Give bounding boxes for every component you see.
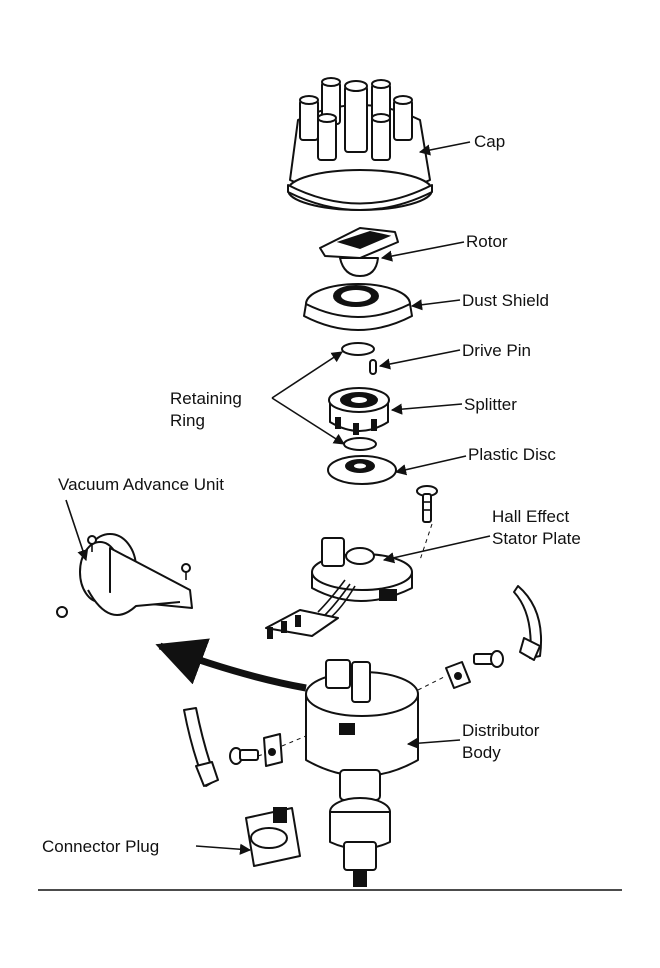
leader-cap	[418, 141, 471, 156]
connector-plug-part	[245, 807, 301, 867]
retaining-ring-upper	[341, 342, 375, 356]
label-distributor-body-line1: Distributor	[462, 721, 540, 740]
left-spring-clip-part	[183, 707, 219, 787]
label-hall-effect-line1: Hall Effect	[492, 507, 569, 526]
label-plastic-disc: Plastic Disc	[468, 445, 556, 464]
right-spring-clip-part	[513, 585, 542, 661]
leader-distributor-body	[406, 737, 461, 749]
label-connector-plug: Connector Plug	[42, 837, 159, 856]
leader-dust-shield	[410, 299, 461, 311]
leader-rotor	[380, 241, 465, 262]
label-cap: Cap	[474, 132, 505, 151]
label-rotor: Rotor	[466, 232, 508, 251]
dust-shield-part	[303, 283, 413, 331]
assembly-arrow	[155, 638, 307, 692]
screw-part	[416, 485, 438, 523]
leader-hall-effect	[382, 535, 491, 564]
leader-retaining-ring-upper	[271, 351, 343, 399]
splitter-part	[328, 387, 390, 435]
rotor-part	[319, 227, 399, 277]
body-screw-bracket-right	[445, 650, 504, 689]
label-splitter: Splitter	[464, 395, 517, 414]
leader-splitter	[390, 403, 463, 415]
label-drive-pin: Drive Pin	[462, 341, 531, 360]
label-distributor-body-line2: Body	[462, 743, 501, 762]
leader-vacuum-advance	[65, 499, 89, 562]
leader-connector-plug	[195, 843, 252, 855]
plastic-disc-part	[327, 455, 397, 485]
drive-pin-part	[369, 359, 377, 375]
distributor-body-part	[305, 659, 419, 887]
label-hall-effect-line2: Stator Plate	[492, 529, 581, 548]
leader-plastic-disc	[394, 455, 467, 476]
label-retaining-ring-line1: Retaining	[170, 389, 242, 408]
leader-drive-pin	[378, 349, 461, 370]
retaining-ring-lower	[343, 437, 377, 451]
vacuum-advance-unit-part	[56, 533, 193, 618]
cap-part	[287, 77, 433, 211]
label-dust-shield: Dust Shield	[462, 291, 549, 310]
label-vacuum-advance-unit: Vacuum Advance Unit	[58, 475, 224, 494]
body-screw-bracket-left	[229, 733, 283, 767]
hall-effect-stator-plate-part	[265, 537, 413, 639]
label-retaining-ring-line2: Ring	[170, 411, 205, 430]
leader-retaining-ring-lower	[271, 397, 345, 445]
